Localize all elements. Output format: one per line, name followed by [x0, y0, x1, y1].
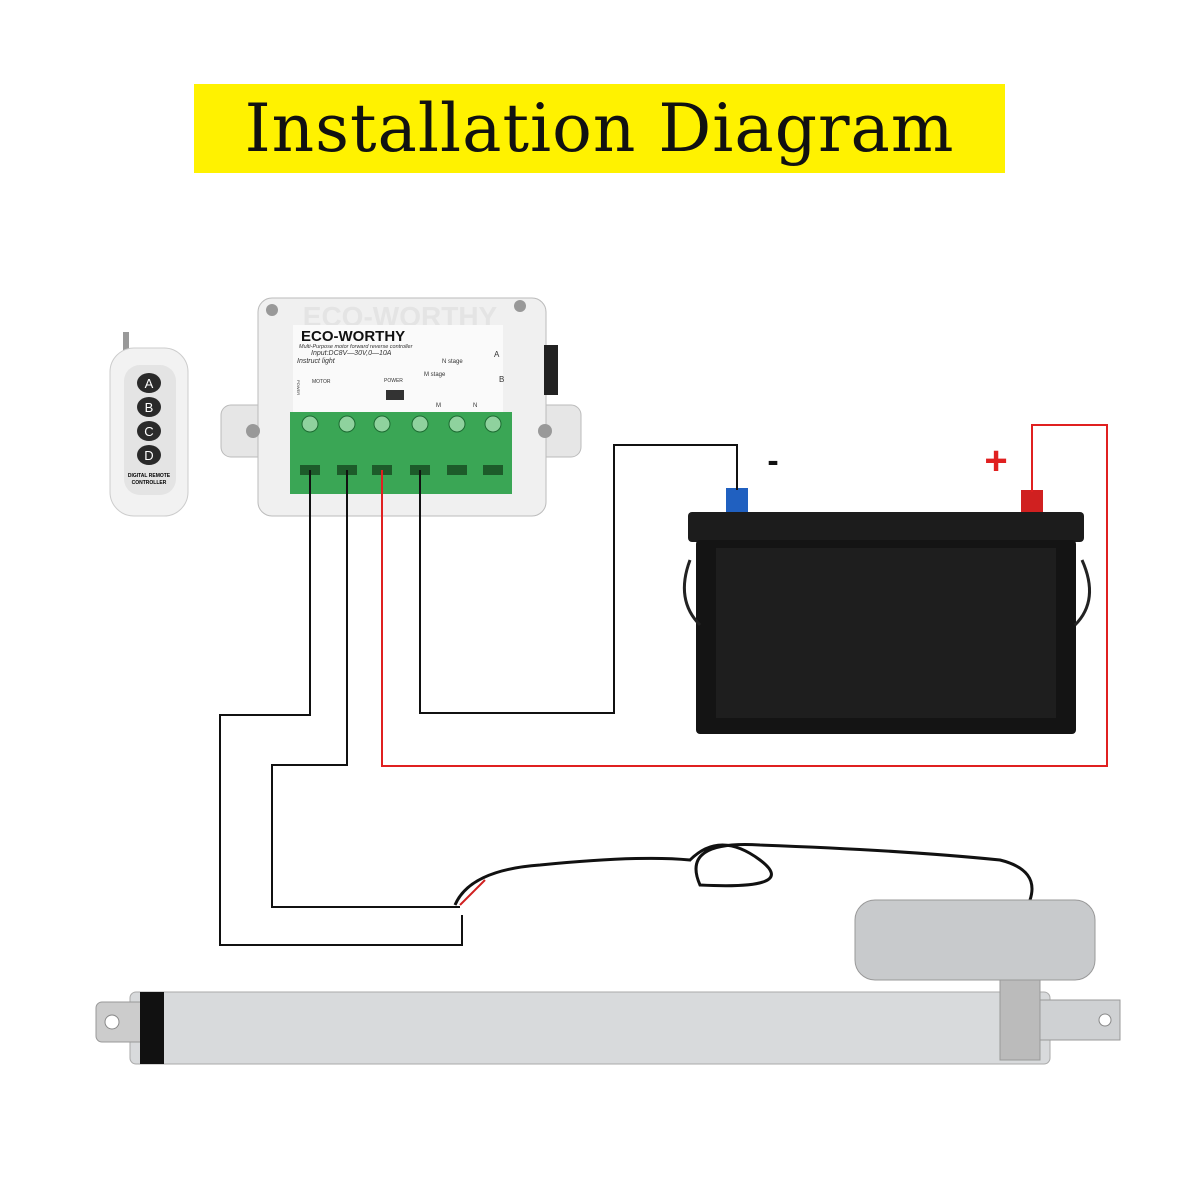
power-side-label: POWER: [296, 380, 301, 395]
linear-actuator: [95, 843, 1121, 1065]
wire-motor-1: [219, 470, 463, 946]
wiring: [219, 424, 1108, 946]
negative-terminal: [726, 488, 748, 512]
positive-terminal: [1021, 490, 1043, 512]
terminal-screw: [411, 415, 429, 433]
motor-controller: ECO-WORTHY ECO-WORTHY Multi-Purpose moto…: [220, 297, 582, 517]
motor-label: MOTOR: [312, 379, 331, 385]
controller-subtitle: Multi-Purpose motor forward reverse cont…: [299, 344, 414, 350]
terminal-slot: [447, 465, 467, 475]
m-stage-label: M stage: [424, 372, 446, 378]
remote-button-label: B: [145, 400, 154, 415]
n-stage-label: N stage: [442, 359, 463, 365]
power-label: POWER: [384, 378, 403, 384]
remote-button-label: C: [144, 424, 153, 439]
remote-button-c: [137, 421, 161, 441]
wire-power-positive: [381, 424, 1108, 767]
page-title: Installation Diagram: [194, 84, 1005, 173]
positive-label: +: [984, 439, 1007, 483]
battery: - +: [682, 439, 1092, 734]
terminal-slot: [483, 465, 503, 475]
a-label: A: [494, 350, 500, 359]
terminal-screw: [301, 415, 319, 433]
terminal-screw: [373, 415, 391, 433]
remote-label: DIGITAL REMOTE: [128, 473, 171, 479]
terminal-block: [290, 412, 512, 494]
controller-input: Input:DC8V—30V,0—10A: [311, 350, 392, 357]
remote-button-b: [137, 397, 161, 417]
terminal-screw: [338, 415, 356, 433]
remote-button-a: [137, 373, 161, 393]
m-label: M: [436, 403, 441, 409]
instruct-light-label: Instruct light: [297, 358, 336, 365]
brand-label: ECO-WORTHY: [301, 328, 405, 345]
remote-button-d: [137, 445, 161, 465]
terminal-screw: [448, 415, 466, 433]
terminal-screw: [484, 415, 502, 433]
b-label: B: [499, 375, 504, 384]
n-label: N: [473, 403, 477, 409]
remote-label-2: CONTROLLER: [132, 480, 167, 486]
negative-label: -: [767, 442, 778, 480]
wire-power-negative: [419, 444, 738, 714]
remote-button-label: A: [145, 376, 154, 391]
wire-motor-2: [271, 470, 460, 908]
remote-button-label: D: [144, 448, 153, 463]
